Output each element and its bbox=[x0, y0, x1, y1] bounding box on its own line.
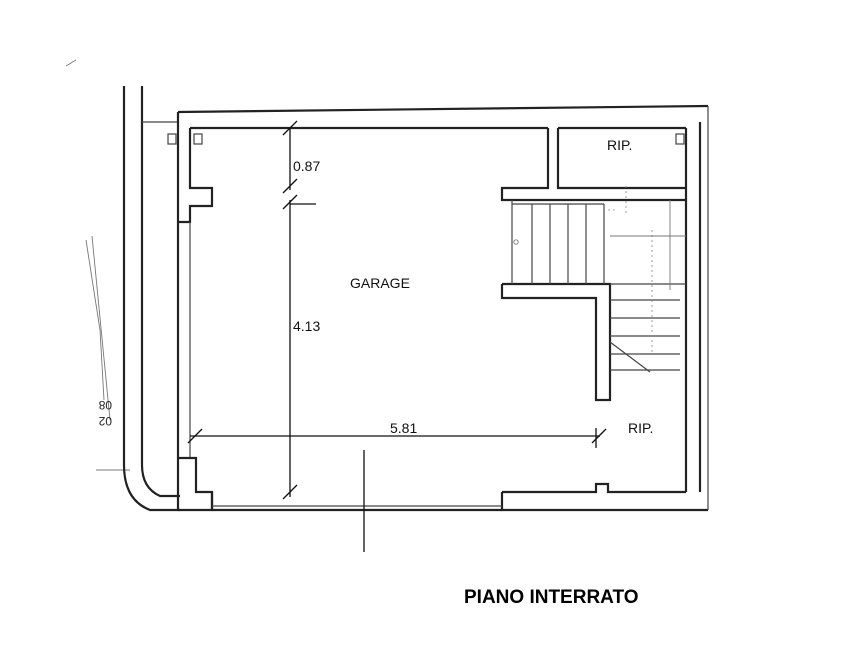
room-label-garage: GARAGE bbox=[350, 275, 410, 291]
dimension-label-height: 4.13 bbox=[293, 318, 320, 334]
dimension-label-width: 5.81 bbox=[390, 420, 417, 436]
dimension-lines bbox=[187, 120, 607, 552]
side-mark-1: 08 bbox=[98, 398, 112, 412]
exterior-construction-lines bbox=[65, 59, 130, 471]
outer-walls bbox=[176, 104, 709, 512]
staircase-partition bbox=[500, 186, 686, 402]
top-storage-room bbox=[167, 126, 686, 202]
dimension-label-top: 0.87 bbox=[293, 158, 320, 174]
room-label-bottom-storage: RIP. bbox=[628, 420, 653, 436]
room-label-top-storage: RIP. bbox=[607, 137, 632, 153]
side-mark-2: 02 bbox=[98, 414, 112, 428]
left-boundary-wall bbox=[122, 86, 180, 512]
side-marks: 08 02 bbox=[98, 398, 112, 428]
plan-title: PIANO INTERRATO bbox=[464, 587, 639, 608]
right-walls bbox=[684, 106, 709, 510]
